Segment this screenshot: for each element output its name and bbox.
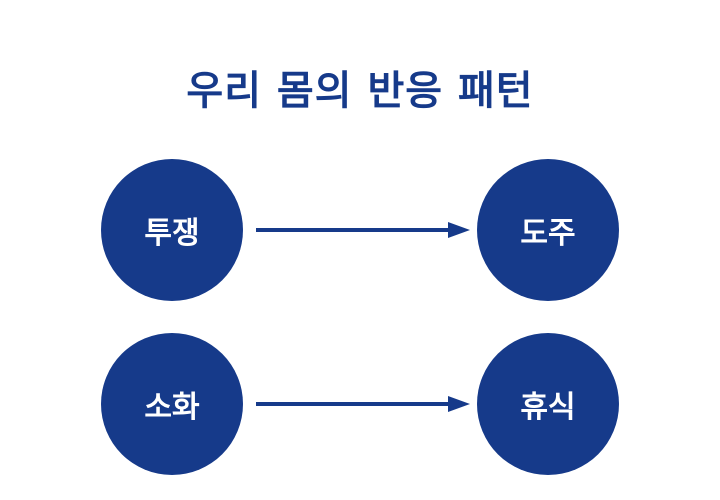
node-flight: 도주 bbox=[477, 159, 619, 301]
node-fight: 투쟁 bbox=[101, 159, 243, 301]
arrow-fight-to-flight bbox=[256, 222, 470, 238]
node-rest: 휴식 bbox=[477, 333, 619, 475]
diagram-title: 우리 몸의 반응 패턴 bbox=[186, 68, 534, 114]
node-digest: 소화 bbox=[101, 333, 243, 475]
arrow-digest-to-rest bbox=[256, 396, 470, 412]
